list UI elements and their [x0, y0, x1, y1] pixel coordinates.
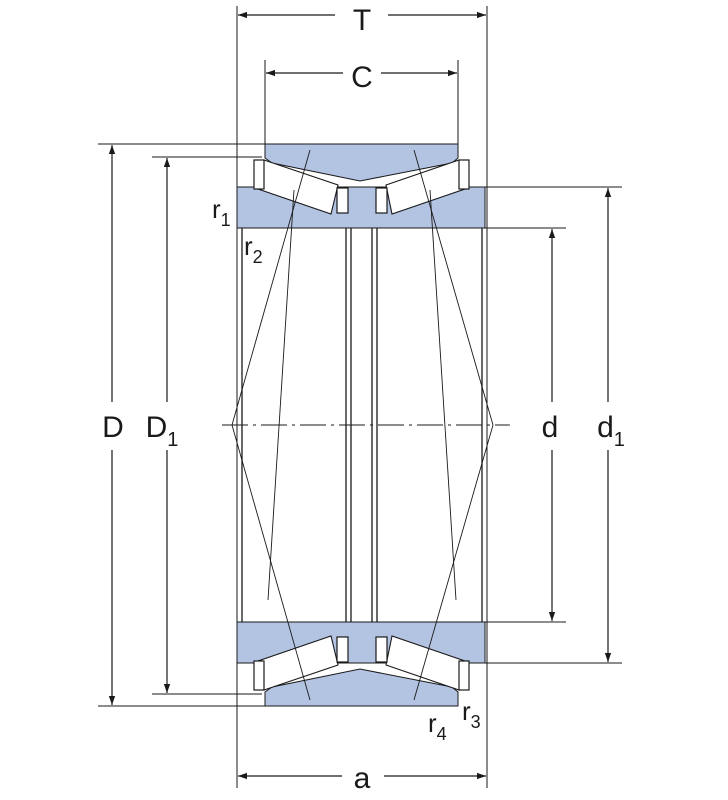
dimension-lines — [108, 11, 612, 780]
outer-ring-bottom — [264, 668, 459, 707]
label-r3: r3 — [462, 696, 481, 732]
label-d: d — [542, 411, 559, 444]
pressure-cone-lines — [231, 149, 494, 701]
bearing-body — [236, 143, 486, 707]
label-T: T — [353, 4, 371, 37]
label-r1: r1 — [212, 194, 231, 230]
label-D: D — [102, 411, 124, 444]
label-r4: r4 — [428, 708, 447, 744]
label-d1: d1 — [597, 411, 625, 451]
outer-ring-top — [264, 143, 459, 182]
label-C: C — [351, 61, 373, 94]
label-D1: D1 — [146, 411, 179, 451]
label-a: a — [354, 762, 371, 795]
label-r2: r2 — [244, 231, 263, 267]
